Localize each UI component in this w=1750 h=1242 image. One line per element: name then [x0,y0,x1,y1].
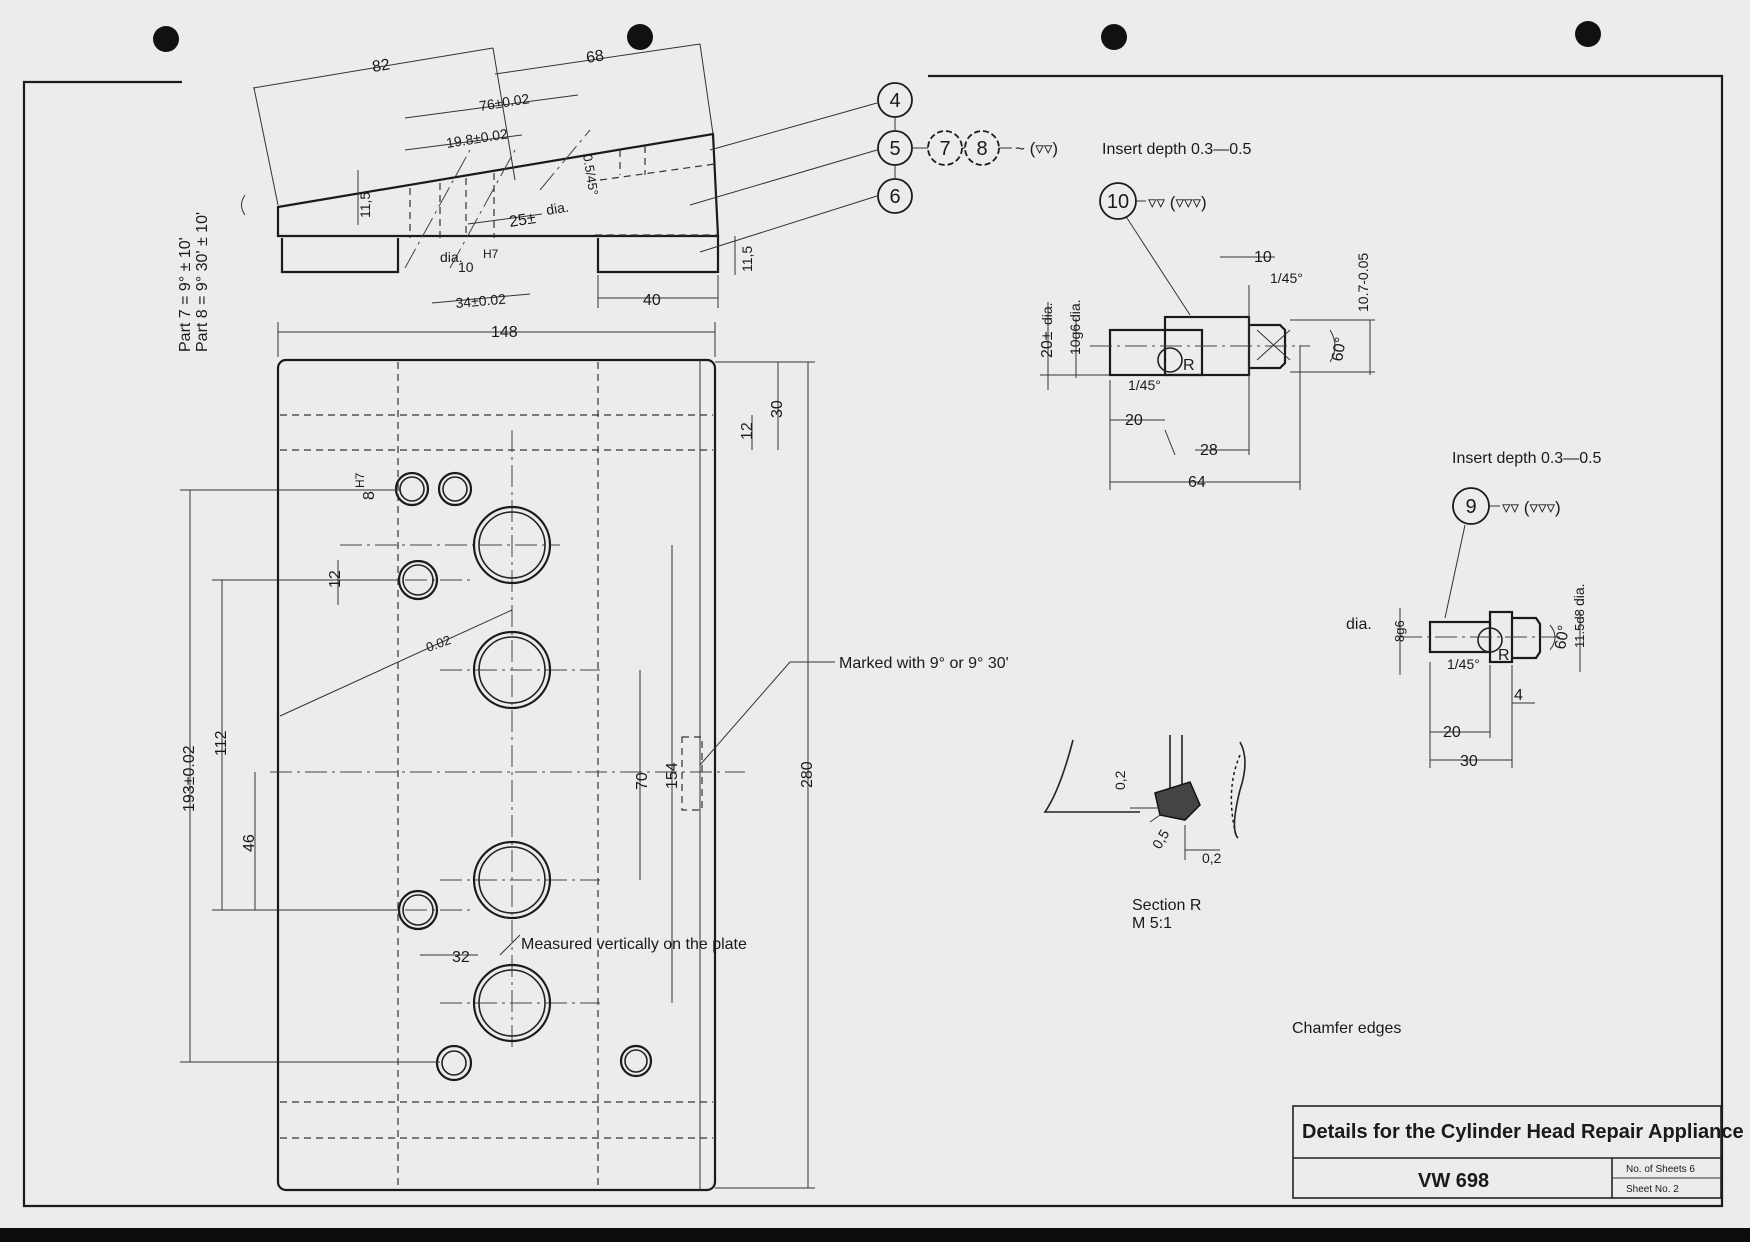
dim-wedge-h7: H7 [483,247,499,261]
frame-border [22,74,1724,1208]
dim-wedge-11-5b: 11,5 [739,246,755,272]
dim-pin9-20: 20 [1443,724,1461,741]
wedge-view [241,43,896,308]
dim-pin10-chamfer-b: 1/45° [1128,377,1161,393]
dim-plate-8: 8 [361,491,378,500]
dim-wedge-82: 82 [371,56,391,76]
dim-plate-30: 30 [769,400,786,418]
dim-plate-70: 70 [634,772,651,790]
dim-pin10-28: 28 [1200,442,1218,459]
dim-pin10-dia-a: dia. [1039,302,1055,325]
dim-pin10-20: 20± [1039,331,1056,358]
section-scale: M 5:1 [1132,915,1172,932]
punch-holes [153,21,1601,52]
dim-pin9-r: R [1498,647,1510,664]
insert-depth-note-right: Insert depth 0.3—0.5 [1452,450,1602,467]
plate-view [180,322,835,1192]
dim-pin10-r: R [1183,357,1195,374]
surface-symbol-10: ▿▿ (▿▿▿) [1148,193,1207,212]
dim-wedge-34: 34±0.02 [455,291,507,311]
balloon-4-label: 4 [889,90,900,112]
dim-plate-h7: H7 [353,472,367,488]
section-title: Section R [1132,897,1201,914]
dim-section-0-2b: 0,2 [1202,850,1222,866]
section-r-view [1043,735,1246,860]
balloon-9-label: 9 [1465,496,1476,518]
balloon-10-label: 10 [1107,191,1129,213]
dim-plate-32: 32 [452,949,470,966]
dim-wedge-40: 40 [643,292,661,309]
surface-symbol-9: ▿▿ (▿▿▿) [1502,498,1561,517]
title-block-part-number: VW 698 [1418,1170,1489,1192]
dim-wedge-19-8: 19.8±0.02 [445,125,509,151]
dim-section-0-5: 0,5 [1149,826,1173,851]
dim-wedge-25: 25± [508,210,537,231]
dim-plate-112: 112 [213,730,230,756]
dim-pin9-dia: dia. [1346,616,1372,633]
dim-pin10-20b: 20 [1125,412,1143,429]
dim-pin10-60: 60° [1329,336,1350,363]
dim-pin9-30: 30 [1460,753,1478,770]
dim-pin9-4: 4 [1514,687,1523,704]
chamfer-note: Chamfer edges [1292,1020,1401,1037]
balloon-8-label: 8 [976,138,987,160]
dim-plate-280: 280 [799,761,816,788]
dim-wedge-76: 76±0.02 [478,90,531,114]
balloon-4 [877,82,913,118]
title-block-sheets: No. of Sheets 6 [1626,1164,1695,1175]
pin-9-view [1399,524,1581,768]
measured-note: Measured vertically on the plate [521,936,747,953]
dim-pin10-64: 64 [1188,474,1206,491]
pin-10-view [1040,214,1375,490]
dim-pin9-11-5: 11.5d8 [1572,609,1587,648]
dim-pin10-dia-b: dia. [1067,299,1083,322]
dim-wedge-10: 10 [458,259,474,275]
dim-plate-46: 46 [241,834,258,852]
dim-wedge-chamfer: 0.5/45° [580,153,601,196]
dim-pin10-10-7: 10.7-0.05 [1355,253,1371,312]
surface-symbol-78: ~ (▿▿) [1015,139,1058,158]
dim-pin10-10g6: 10g6 [1067,324,1083,355]
angle-note-part8: Part 8 = 9° 30' ± 10' [194,212,211,352]
dim-section-0-2a: 0,2 [1112,770,1128,790]
marked-note: Marked with 9° or 9° 30' [839,655,1009,672]
dim-pin9-dia-b: dia. [1571,583,1587,606]
dim-plate-193: 193±0.02 [181,745,198,812]
dim-wedge-dia-b: dia. [440,249,463,265]
dim-pin10-10: 10 [1254,249,1272,266]
title-block [1292,1105,1722,1199]
balloon-6-label: 6 [889,186,900,208]
dim-plate-148: 148 [491,324,518,341]
dim-pin9-8g6: 8g6 [1392,620,1407,642]
dim-wedge-11-5: 11,5 [357,192,373,218]
dim-plate-154: 154 [664,762,681,789]
angle-note-part7: Part 7 = 9° ± 10' [177,237,194,352]
dim-wedge-dia-a: dia. [545,199,570,218]
balloon-7-label: 7 [939,138,950,160]
insert-depth-note-top: Insert depth 0.3—0.5 [1102,141,1252,158]
title-block-title: Details for the Cylinder Head Repair App… [1302,1121,1744,1143]
title-block-sheet-no: Sheet No. 2 [1626,1184,1679,1195]
dim-plate-0-02: 0.02 [424,632,453,655]
dim-pin10-chamfer-a: 1/45° [1270,270,1303,286]
dim-plate-12a: 12 [739,422,756,440]
dim-plate-12b: 12 [327,570,344,588]
dim-pin9-60: 60° [1552,624,1573,651]
balloon-5-label: 5 [889,138,900,160]
balloon-6 [877,178,913,214]
dim-wedge-68: 68 [585,47,605,67]
dim-pin9-chamfer: 1/45° [1447,656,1480,672]
